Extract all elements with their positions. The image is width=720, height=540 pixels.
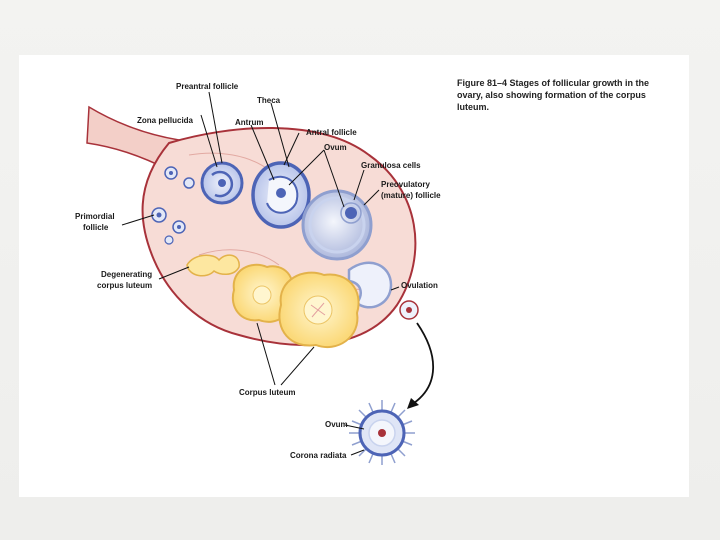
preantral-follicle [200, 161, 244, 205]
ovulation-arrowhead [407, 398, 419, 409]
label-primordial-2: follicle [83, 223, 109, 232]
label-granulosa-cells: Granulosa cells [361, 161, 421, 170]
corpus-luteum-small [231, 263, 294, 323]
label-ovum-top: Ovum [324, 143, 347, 152]
leader-lines [121, 91, 400, 456]
label-primordial-1: Primordial [75, 212, 115, 221]
label-zona-pellucida: Zona pellucida [137, 116, 194, 125]
label-theca: Theca [257, 96, 281, 105]
free-ovum [349, 400, 415, 465]
label-preantral-follicle: Preantral follicle [176, 82, 239, 91]
ovary-diagram: Preantral follicle Theca Zona pellucida … [75, 82, 441, 465]
label-corpus-luteum: Corpus luteum [239, 388, 295, 397]
corpus-luteum-large [278, 271, 360, 348]
label-antral-follicle: Antral follicle [306, 128, 357, 137]
label-antrum: Antrum [235, 118, 263, 127]
released-ovum [399, 300, 419, 320]
preovulatory-follicle [301, 189, 373, 261]
ruptured-follicle [347, 261, 393, 309]
figure-panel: Preantral follicle Theca Zona pellucida … [19, 55, 689, 497]
label-degenerating-2: corpus luteum [97, 281, 152, 290]
label-ovum-bottom: Ovum [325, 420, 348, 429]
caption-text: Stages of follicular growth in the ovary… [457, 78, 650, 112]
label-corona-radiata: Corona radiata [290, 451, 347, 460]
label-preovulatory-2: (mature) follicle [381, 191, 441, 200]
label-degenerating-1: Degenerating [101, 270, 152, 279]
label-ovulation: Ovulation [401, 281, 438, 290]
figure-caption: Figure 81–4 Stages of follicular growth … [457, 77, 677, 113]
degenerating-corpus-luteum [186, 254, 240, 277]
primordial-follicles [151, 166, 195, 245]
antral-follicle [251, 161, 311, 229]
ovulation-arrow [413, 322, 435, 404]
label-preovulatory-1: Preovulatory [381, 180, 430, 189]
caption-figure-number: Figure 81–4 [457, 78, 508, 88]
